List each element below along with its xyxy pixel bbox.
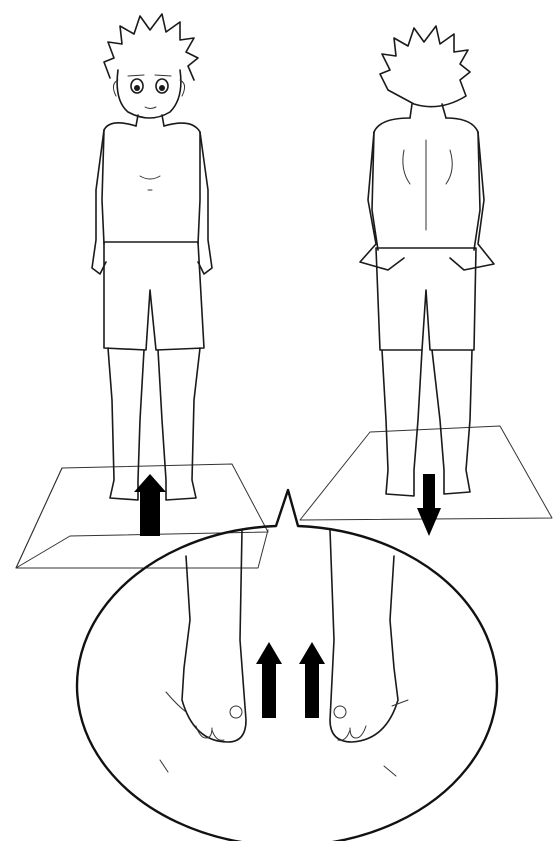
front-shorts <box>104 242 204 350</box>
back-left-arm <box>360 132 404 270</box>
back-legs <box>382 350 422 496</box>
back-right-arm <box>450 132 494 270</box>
feet-detail-callout <box>77 490 497 841</box>
front-face <box>117 70 181 118</box>
front-figure <box>16 14 268 568</box>
detail-arrow-up-right <box>299 642 325 718</box>
front-legs <box>108 348 144 500</box>
detail-arrow-up-left <box>256 642 282 718</box>
back-shorts <box>376 248 476 350</box>
back-figure <box>300 26 552 536</box>
back-torso <box>372 118 410 250</box>
back-hair <box>380 26 470 107</box>
front-torso <box>102 123 136 244</box>
back-arrow-down <box>417 474 441 536</box>
callout-outline <box>77 490 497 841</box>
